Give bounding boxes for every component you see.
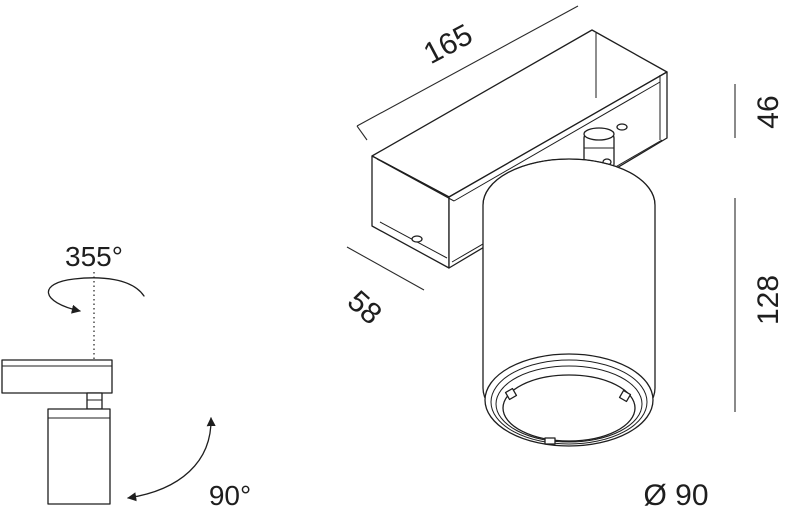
- length-dimension: [356, 5, 579, 141]
- isometric-view: 165 58: [341, 5, 785, 512]
- iso-cylinder: [482, 158, 656, 447]
- cylinder-rim-mid: [490, 359, 648, 445]
- width-dimension: [346, 246, 425, 291]
- width-label: 58: [341, 284, 388, 331]
- housing-height-label: 46: [752, 95, 785, 128]
- horizontal-rotation-label: 355°: [65, 241, 123, 272]
- vertical-tilt-arrow: [127, 417, 216, 502]
- screw: [411, 235, 423, 243]
- cylinder-lens: [502, 374, 636, 442]
- iso-pivot: [583, 127, 615, 169]
- side-view: 355° 90°: [1, 241, 251, 511]
- screw: [616, 123, 628, 131]
- vertical-tilt-label: 90°: [209, 480, 251, 511]
- side-pivot: [86, 392, 103, 410]
- length-label: 165: [418, 18, 478, 71]
- side-housing: [1, 359, 113, 394]
- diameter-label: Ø 90: [643, 479, 708, 512]
- body-height-label: 128: [752, 275, 785, 325]
- side-spot-body: [47, 408, 111, 505]
- horizontal-rotation-arrow: [47, 277, 145, 314]
